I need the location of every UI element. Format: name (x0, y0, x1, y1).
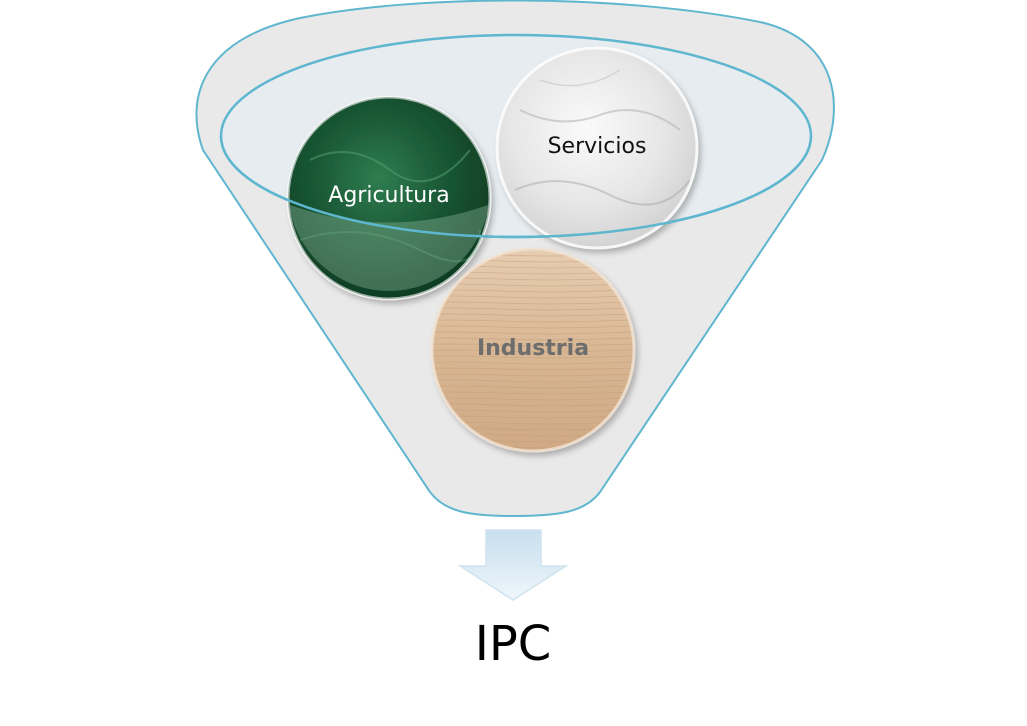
agricultura-label: Agricultura (328, 183, 450, 208)
industria-label: Industria (476, 336, 590, 361)
output-label: IPC (474, 616, 552, 672)
agricultura-circle (286, 95, 492, 301)
funnel-rim-front (219, 135, 813, 239)
servicios-label: Servicios (547, 134, 647, 159)
servicios-circle (495, 46, 699, 250)
down-arrow-icon (457, 529, 569, 601)
industria-circle (430, 247, 636, 453)
